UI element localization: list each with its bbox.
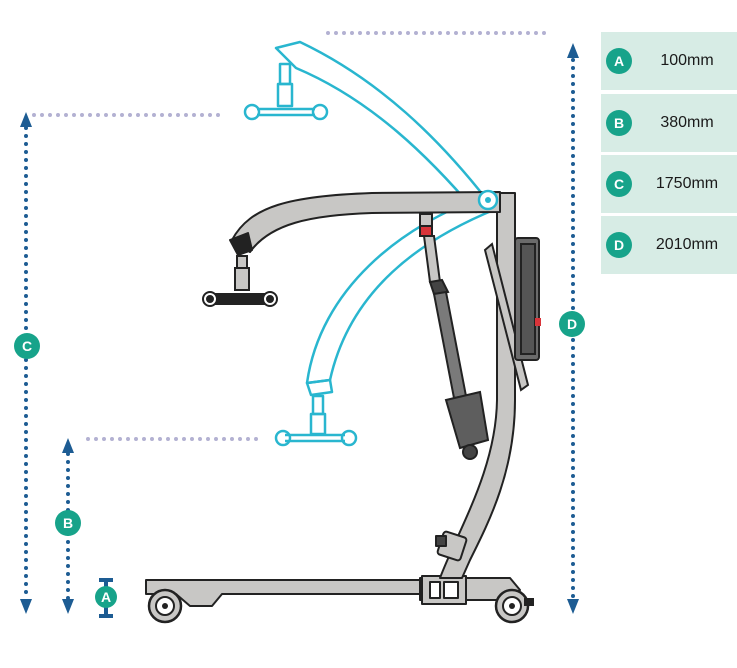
marker-d: D [559,311,585,337]
wheel-rear [494,588,534,624]
legend-value-a: 100mm [660,52,714,69]
legend-value-b: 380mm [660,114,714,131]
legend-value-c: 1750mm [655,175,719,192]
marker-b: B [55,510,81,536]
legend-value-d: 2010mm [655,236,719,253]
legend-badge-d: D [606,232,632,258]
spreader-bar [202,255,278,307]
dimension-arrow-d [567,43,579,614]
svg-text:B: B [614,115,624,131]
svg-text:D: D [567,316,577,332]
marker-c: C [14,333,40,359]
legend-row-b: B 380mm [601,94,737,152]
boom-main [229,189,501,256]
dimension-arrow-c [20,112,32,614]
boom-raised-outline [243,40,489,214]
legend-badge-a: A [606,48,632,74]
wheel-front [147,588,183,624]
legend-row-c: C 1750mm [601,155,737,213]
legend-row-d: D 2010mm [601,216,737,274]
svg-text:A: A [101,589,111,605]
dimension-arrows [20,43,579,618]
guide-lines [32,31,550,441]
marker-a: A [95,586,117,608]
svg-text:D: D [614,237,624,253]
legend-badge-b: B [606,110,632,136]
svg-text:A: A [614,53,624,69]
legend-badge-c: C [606,171,632,197]
svg-text:C: C [22,338,32,354]
legend-row-a: A 100mm [601,32,737,90]
lift-base [145,575,521,607]
control-box [514,237,541,361]
lift-actuator [419,213,490,460]
svg-text:B: B [63,515,73,531]
svg-text:C: C [614,176,624,192]
lift-mast [435,192,516,579]
